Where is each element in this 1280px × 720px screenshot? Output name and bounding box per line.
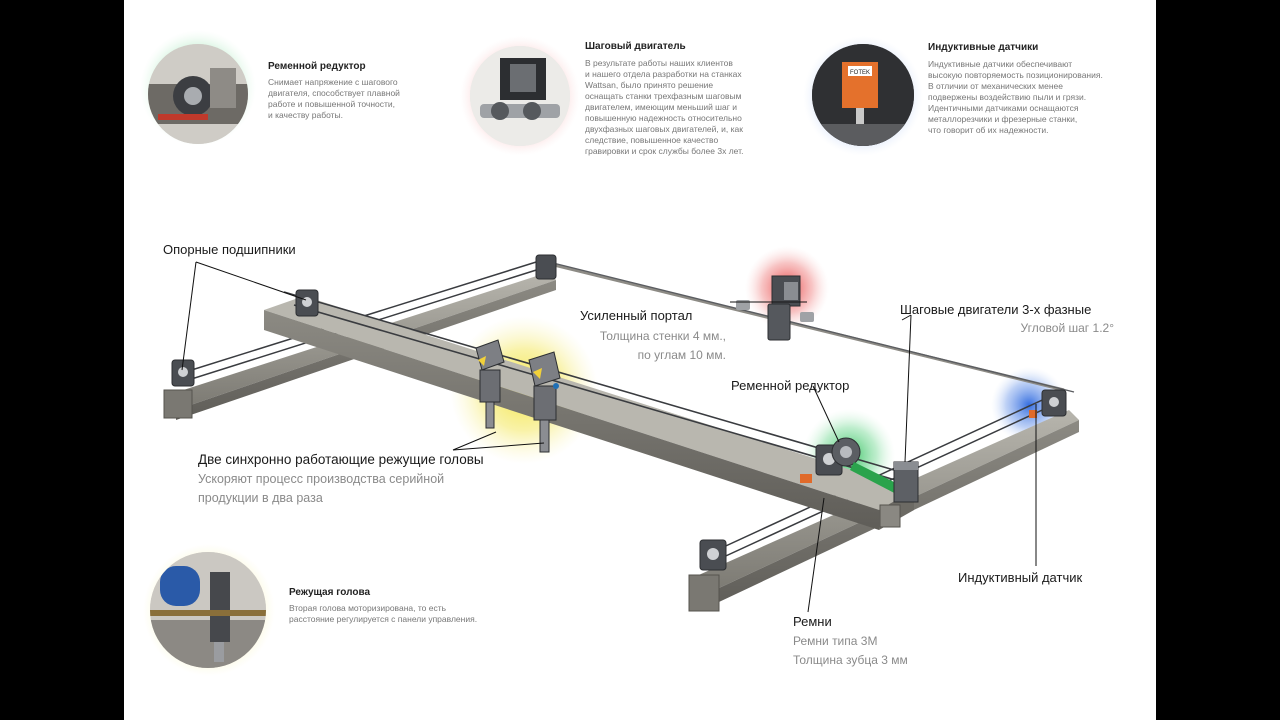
belts-sub: Ремни типа 3М Толщина зубца 3 мм [793,634,908,667]
rear-rail [548,261,1075,393]
head-callout-title: Режущая голова [289,587,371,598]
bearing-block-rear-left [535,254,557,280]
heads-label: Две синхронно работающие режущие головы [198,452,484,467]
reducer-label: Ременной редуктор [731,378,850,393]
reducer-photo [148,44,248,144]
sensors-callout-title: Индуктивные датчики [928,42,1039,53]
stepper-callout-text: В результате работы наших клиентов и наш… [585,58,744,156]
inductive-sensor-label: Индуктивный датчик [958,570,1083,585]
belts-label: Ремни [793,614,832,629]
sensors-callout-text: Индуктивные датчики обеспечивают высокую… [928,59,1103,135]
steppers-sub: Угловой шаг 1.2° [1020,321,1114,335]
motor-plate-label: FOTEK [850,70,870,76]
inductive-sensor-marker [800,474,812,483]
leader-lines [181,261,1037,613]
inductive-sensor-rear [1029,410,1037,418]
steppers-label: Шаговые двигатели 3-х фазные [900,302,1092,317]
cutting-head-2 [528,351,561,453]
stepper-callout-title: Шаговый двигатель [585,41,686,52]
belt-reducer [831,437,904,496]
stepper-photo [470,46,570,146]
heads-sub: Ускоряют процесс производства серийной п… [198,472,445,505]
gantry-stepper [893,461,919,503]
portal-label: Усиленный портал [580,308,693,323]
gantry-beam [264,291,914,530]
cutting-head-photo [150,552,266,668]
cutting-head-1 [475,339,505,429]
bearings-label: Опорные подшипники [163,242,296,257]
sensor-photo: FOTEK [812,44,914,146]
reducer-callout-title: Ременной редуктор [268,61,366,72]
head-callout-text: Вторая голова моторизирована, то есть ра… [289,603,478,624]
portal-sub: Толщина стенки 4 мм., по углам 10 мм. [599,329,726,362]
diagram-frame: FOTEK Ременной редуктор Снимает напряжен… [124,0,1156,720]
reducer-callout-text: Снимает напряжение с шагового двигателя,… [268,77,400,120]
